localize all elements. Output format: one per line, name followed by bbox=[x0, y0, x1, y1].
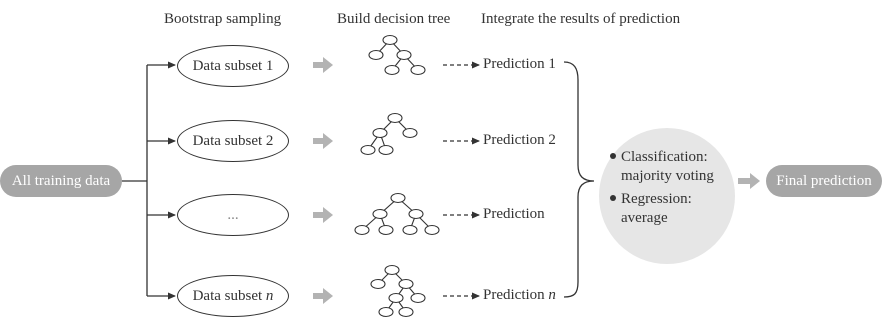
regression-bullet: Regression: average bbox=[610, 190, 692, 228]
gray-arrow-1 bbox=[313, 57, 333, 73]
curly-brace bbox=[563, 61, 595, 298]
data-subset-2: Data subset 2 bbox=[177, 120, 289, 162]
aggregation-circle bbox=[599, 128, 735, 264]
regression-method: average bbox=[621, 210, 668, 226]
prediction-2: Prediction 2 bbox=[483, 132, 556, 148]
decision-tree-3 bbox=[354, 192, 440, 236]
prediction-n: Prediction n bbox=[483, 288, 556, 303]
prediction-n-index: n bbox=[548, 287, 556, 303]
prediction-1: Prediction 1 bbox=[483, 56, 556, 72]
gray-arrow-3 bbox=[313, 207, 333, 223]
final-prediction-node: Final prediction bbox=[766, 165, 882, 197]
prediction-n-text: Prediction bbox=[483, 287, 549, 303]
data-subset-ellipsis: ... bbox=[177, 194, 289, 236]
all-training-data-node: All training data bbox=[0, 165, 122, 197]
classification-label: Classification: bbox=[621, 149, 708, 165]
decision-tree-2 bbox=[360, 112, 418, 156]
data-subset-n-index: n bbox=[265, 287, 274, 304]
dashed-arrows-to-predictions bbox=[443, 61, 480, 300]
classification-method: majority voting bbox=[621, 168, 714, 184]
gray-arrow-4 bbox=[313, 288, 333, 304]
header-integrate-results: Integrate the results of prediction bbox=[481, 11, 681, 27]
classification-bullet: Classification: majority voting bbox=[610, 148, 714, 186]
split-connectors bbox=[122, 61, 176, 300]
data-subset-n: Data subset n bbox=[177, 275, 289, 317]
decision-tree-4 bbox=[370, 264, 426, 318]
regression-label: Regression: bbox=[621, 191, 692, 207]
bullet-dot-icon bbox=[610, 194, 616, 201]
bullet-dot-icon bbox=[610, 152, 616, 159]
prediction-ellipsis: Prediction bbox=[483, 206, 545, 222]
gray-arrow-2 bbox=[313, 133, 333, 149]
header-bootstrap-sampling: Bootstrap sampling bbox=[164, 11, 282, 27]
gray-arrows-to-trees bbox=[313, 57, 760, 304]
header-build-decision-tree: Build decision tree bbox=[337, 11, 451, 27]
decision-tree-1 bbox=[368, 34, 426, 76]
gray-arrow-to-final bbox=[738, 173, 760, 189]
data-subset-n-text: Data subset bbox=[192, 287, 266, 304]
data-subset-1: Data subset 1 bbox=[177, 45, 289, 87]
